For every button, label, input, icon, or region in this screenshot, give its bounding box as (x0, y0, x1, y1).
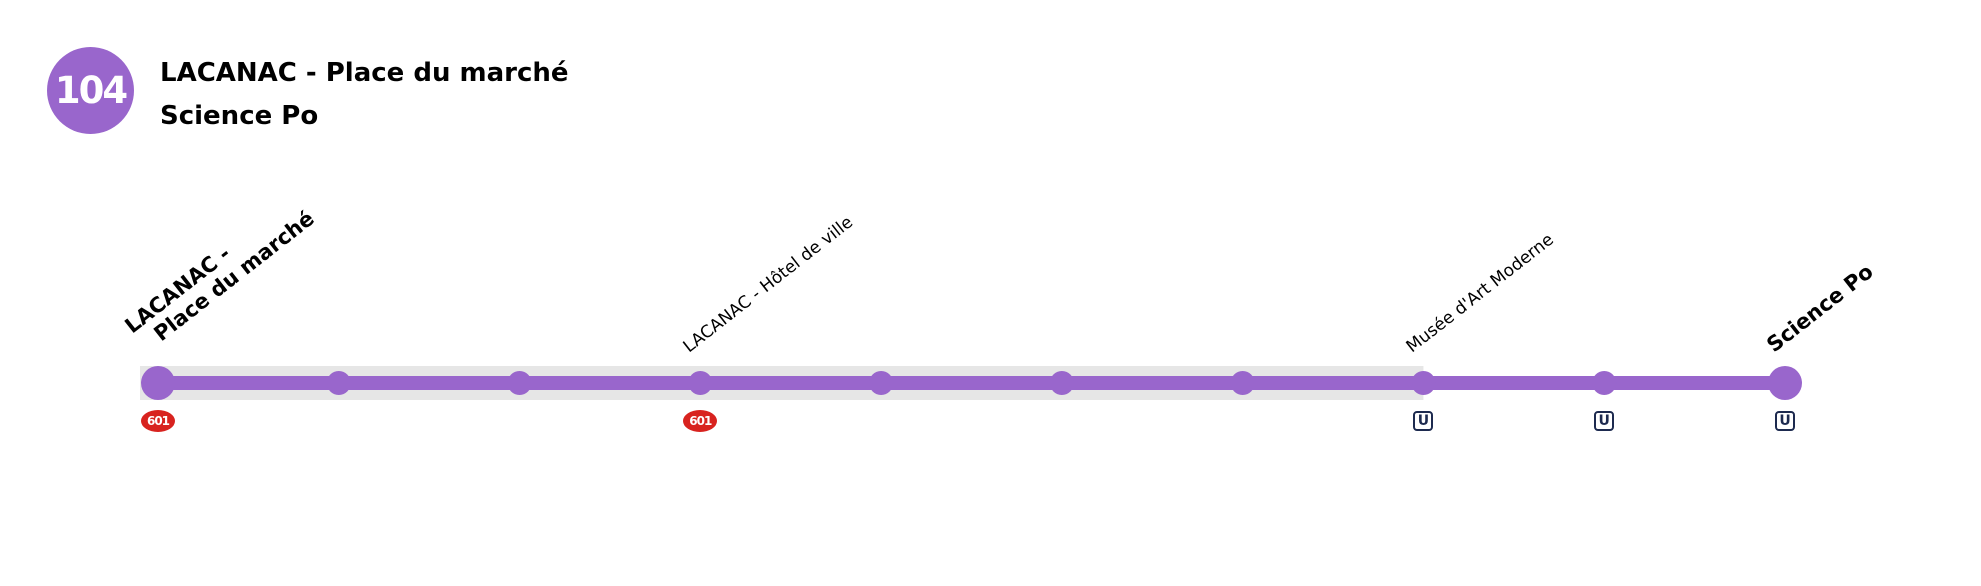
metro-icon: U (1413, 411, 1434, 431)
terminus-stop-dot (141, 366, 175, 400)
stop-dot (688, 371, 713, 395)
route-origin: LACANAC - Place du marché (160, 58, 569, 88)
route-title: LACANAC - Place du marché Science Po (160, 52, 569, 138)
route-destination: Science Po (160, 101, 319, 131)
stop-dot (869, 371, 894, 395)
stop-dot (326, 371, 351, 395)
route-number: 104 (54, 69, 128, 112)
stop-dot (1411, 371, 1436, 395)
stop-dot (507, 371, 532, 395)
bus-line-icon: 601 (141, 410, 175, 432)
route-number-badge: 104 (47, 47, 134, 134)
terminus-stop-dot (1768, 366, 1802, 400)
stop-dot (1049, 371, 1074, 395)
stop-dot (1592, 371, 1617, 395)
bus-line-icon: 601 (683, 410, 718, 432)
metro-icon: U (1594, 411, 1615, 431)
stop-dot (1230, 371, 1255, 395)
metro-icon: U (1775, 411, 1795, 431)
